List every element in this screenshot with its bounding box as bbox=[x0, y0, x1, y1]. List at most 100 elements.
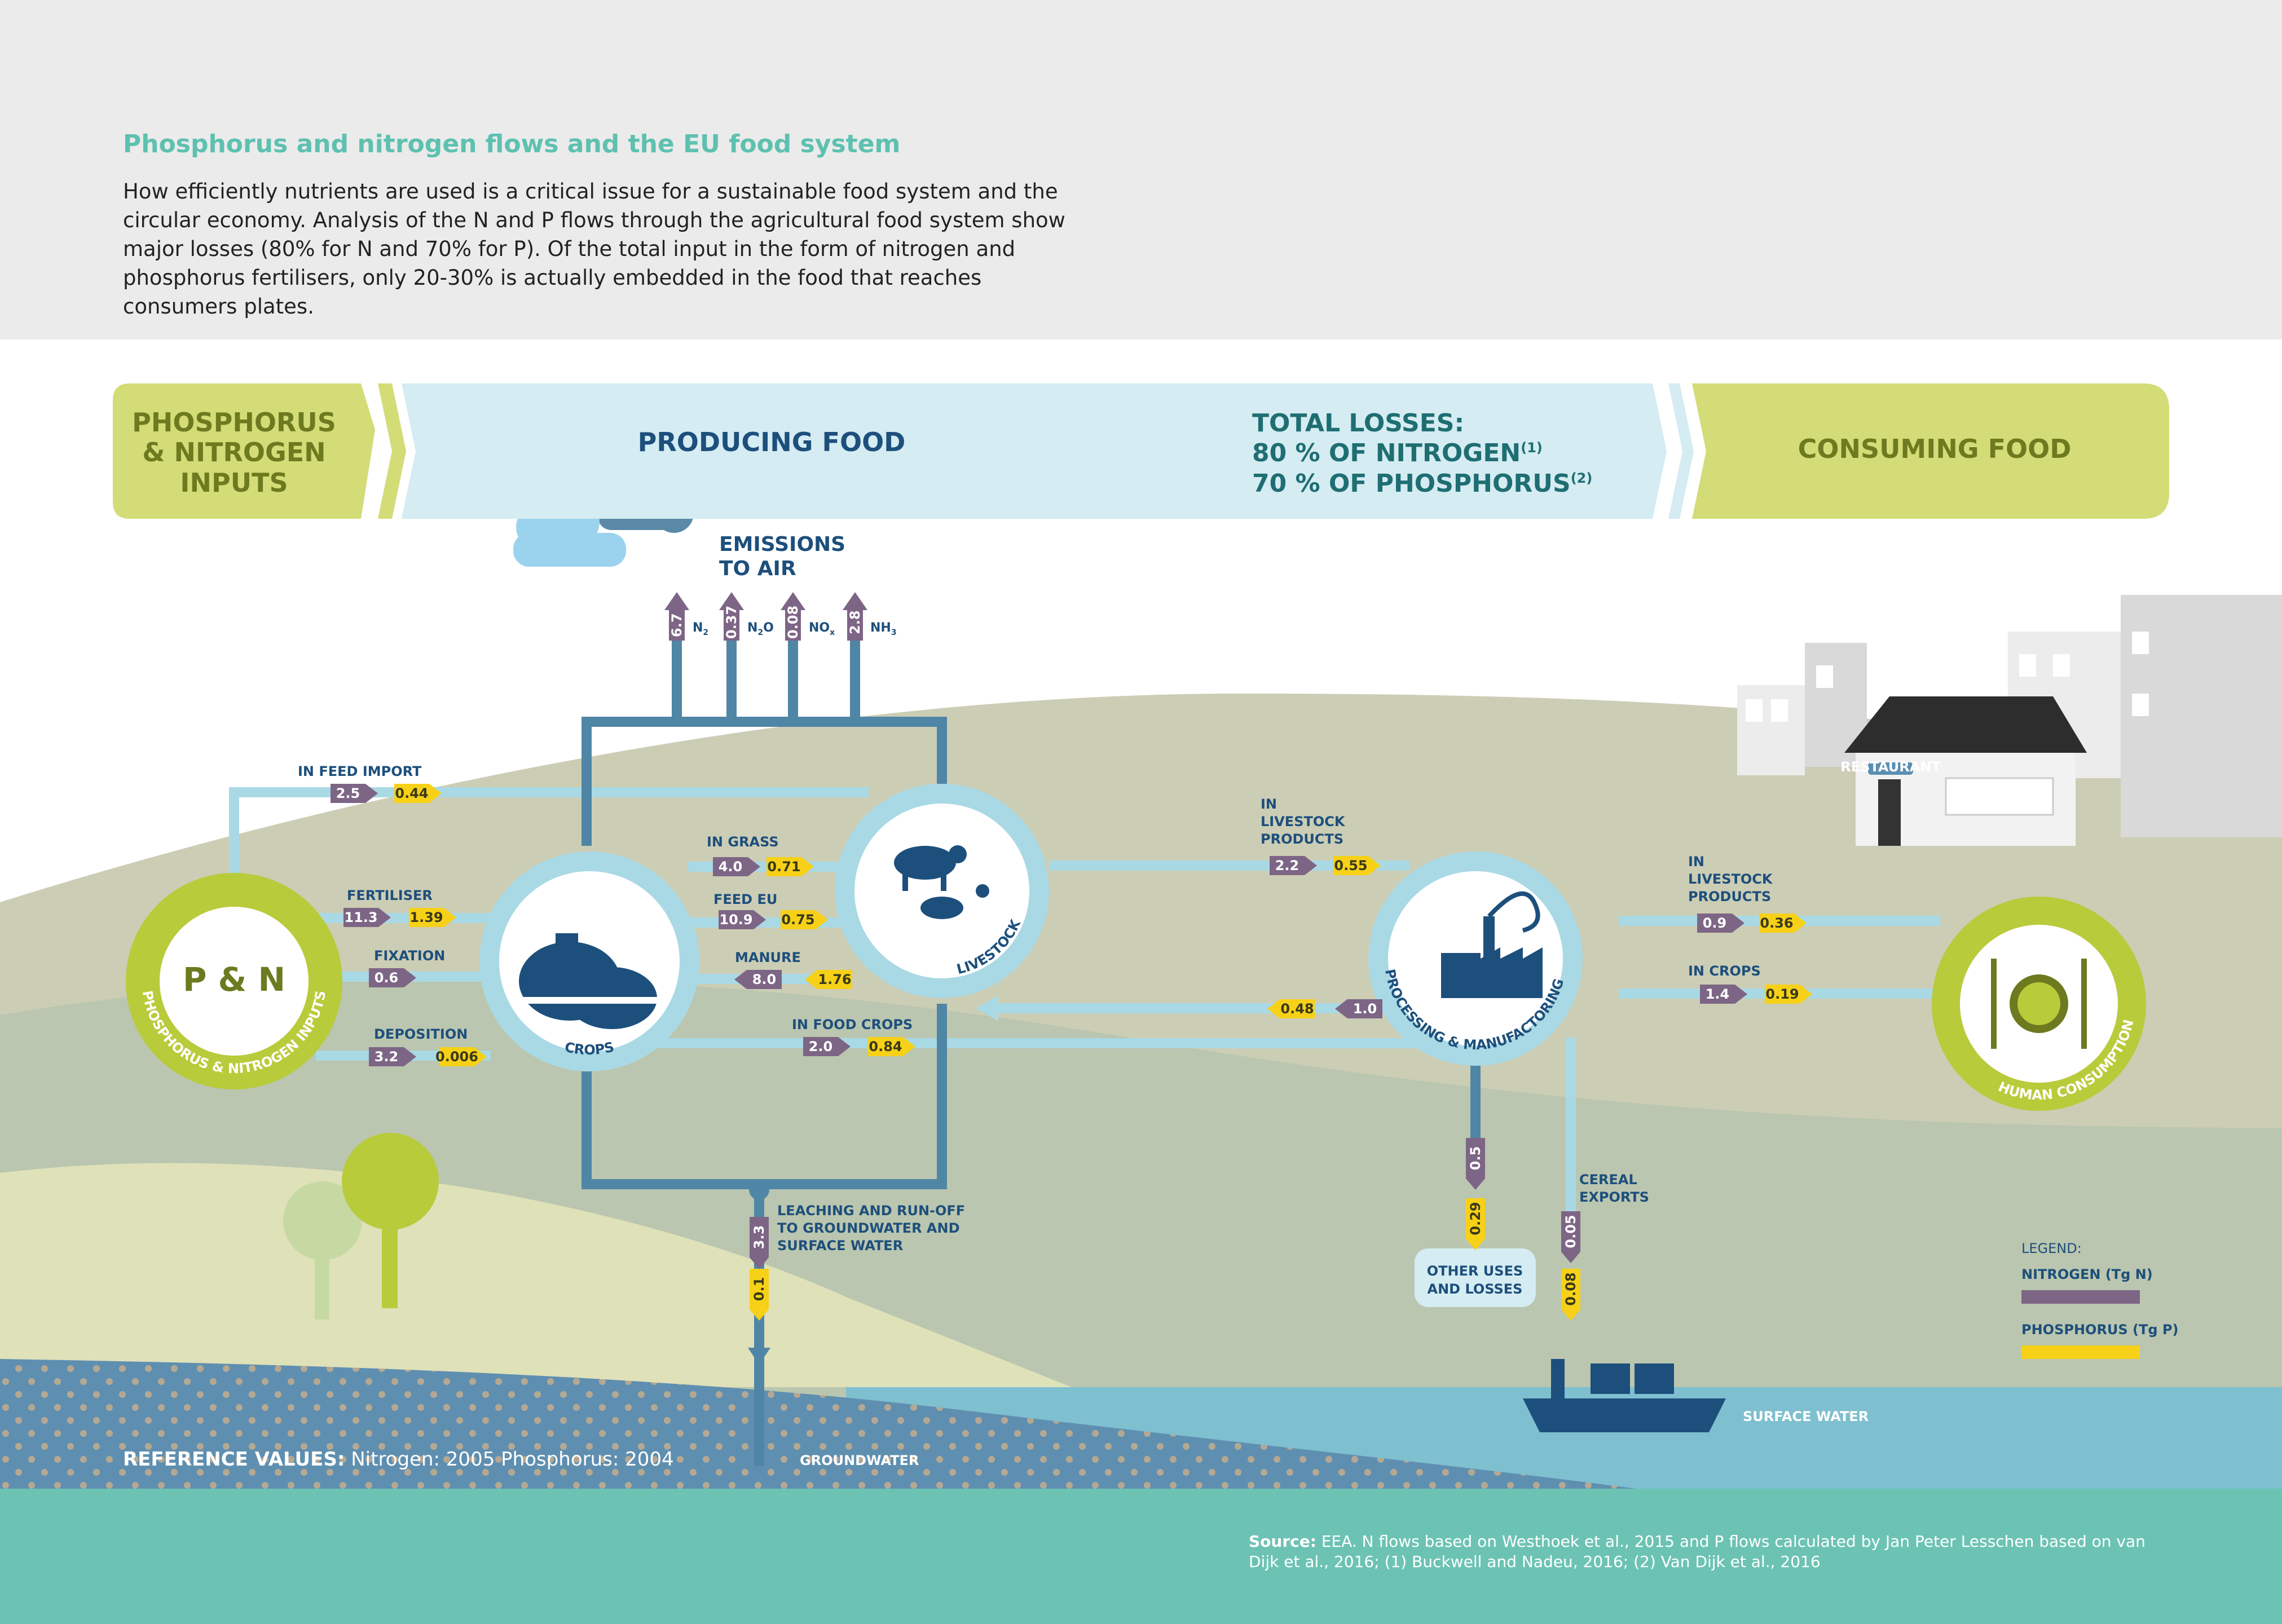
svg-text:NOx: NOx bbox=[809, 621, 835, 637]
deposition-label: DEPOSITION bbox=[374, 1026, 468, 1042]
flows-deposition-p-tag: 0.006 bbox=[435, 1047, 487, 1066]
node-livestock: LIVESTOCK bbox=[835, 784, 1049, 998]
banner-consuming bbox=[1692, 383, 2169, 519]
flows-return-n-tag: 1.0 bbox=[1335, 999, 1382, 1018]
flows-grass-n-tag: 4.0 bbox=[713, 857, 760, 876]
flows-cereal_exports-n-tag: 0.05 bbox=[1561, 1211, 1580, 1263]
legend-nitrogen-label: NITROGEN (Tg N) bbox=[2021, 1266, 2153, 1282]
flows-deposition-n-tag: 3.2 bbox=[369, 1047, 416, 1066]
banner-consuming-label: CONSUMING FOOD bbox=[1798, 434, 2072, 464]
svg-text:EXPORTS: EXPORTS bbox=[1579, 1189, 1649, 1205]
flows-manure-n-tag: 8.0 bbox=[734, 970, 782, 989]
legend-phosphorus-label: PHOSPHORUS (Tg P) bbox=[2021, 1322, 2178, 1338]
flows-return-p-tag: 0.48 bbox=[1267, 999, 1315, 1018]
flows-leaching-n-value: 3.3 bbox=[751, 1225, 767, 1250]
flows-fertiliser-p-tag: 1.39 bbox=[409, 908, 456, 927]
emissions-title-line2: TO AIR bbox=[719, 557, 796, 580]
feed-import-label: IN FEED IMPORT bbox=[298, 764, 422, 779]
flows-return-n-value: 1.0 bbox=[1353, 1001, 1377, 1017]
legend-phosphorus-swatch bbox=[2021, 1345, 2140, 1359]
banner-producing: PRODUCING FOOD bbox=[638, 427, 906, 457]
pn-center-label: P & N bbox=[183, 960, 285, 999]
manure-label: MANURE bbox=[735, 950, 801, 965]
svg-text:PRODUCTS: PRODUCTS bbox=[1688, 889, 1771, 904]
emission-n2o-value: 0.37 bbox=[724, 606, 739, 639]
crops-label: CROPS bbox=[563, 1039, 616, 1058]
emissions-title-line1: EMISSIONS bbox=[719, 533, 845, 556]
svg-text:OTHER USES: OTHER USES bbox=[1427, 1263, 1523, 1279]
legend-title: LEGEND: bbox=[2021, 1241, 2082, 1256]
banner-losses-title: TOTAL LOSSES: bbox=[1252, 409, 1464, 438]
flows-food_crops-p-value: 0.84 bbox=[869, 1039, 902, 1054]
flows-other_uses-p-tag: 0.29 bbox=[1466, 1198, 1485, 1250]
flows-to_human_crops-p-value: 0.19 bbox=[1765, 986, 1799, 1002]
svg-text:LEACHING AND RUN-OFF: LEACHING AND RUN-OFF bbox=[777, 1203, 965, 1219]
banner-inputs-line1: PHOSPHORUS bbox=[132, 407, 336, 438]
svg-text:AND LOSSES: AND LOSSES bbox=[1428, 1281, 1523, 1297]
intro-text: How efficiently nutrients are used is a … bbox=[123, 179, 1065, 319]
svg-text:TO GROUNDWATER AND: TO GROUNDWATER AND bbox=[777, 1220, 960, 1236]
flows-feed_import-n-value: 2.5 bbox=[336, 785, 360, 801]
node-human: HUMAN CONSUMPTION bbox=[1932, 897, 2146, 1111]
flows-grass-n-value: 4.0 bbox=[719, 859, 743, 875]
flows-cereal_exports-p-value: 0.08 bbox=[1563, 1272, 1579, 1305]
flows-manure-n-value: 8.0 bbox=[752, 972, 777, 987]
emission-nh3-value: 2.8 bbox=[847, 610, 863, 634]
flows-fixation-n-tag: 0.6 bbox=[369, 968, 416, 987]
svg-text:PRODUCTS: PRODUCTS bbox=[1261, 831, 1343, 847]
flows-leaching-p-tag: 0.1 bbox=[750, 1269, 769, 1321]
source-note: Source: EEA. N flows based on Westhoek e… bbox=[1249, 1532, 2146, 1571]
flows-livestock_products-n-value: 2.2 bbox=[1275, 858, 1299, 873]
flows-other_uses-p-value: 0.29 bbox=[1468, 1202, 1483, 1235]
return-arrowhead bbox=[976, 995, 998, 1021]
header-background bbox=[0, 0, 2282, 339]
legend: LEGEND: NITROGEN (Tg N) PHOSPHORUS (Tg P… bbox=[2021, 1241, 2178, 1359]
flows-feed_import-p-tag: 0.44 bbox=[394, 784, 442, 803]
flows-feed_eu-n-value: 10.9 bbox=[719, 912, 752, 928]
flows-fertiliser-p-value: 1.39 bbox=[409, 910, 443, 925]
flows-feed_eu-n-tag: 10.9 bbox=[719, 910, 766, 929]
flows-to_human_crops-n-tag: 1.4 bbox=[1700, 985, 1747, 1004]
flows-livestock_products-p-value: 0.55 bbox=[1334, 858, 1367, 873]
flows-fertiliser-n-value: 11.3 bbox=[344, 910, 377, 925]
flows-leaching-n-tag: 3.3 bbox=[750, 1217, 769, 1269]
banner-inputs-line3: INPUTS bbox=[180, 467, 288, 498]
flows-feed_import-n-tag: 2.5 bbox=[331, 784, 378, 803]
flows-to_human_livestock-p-tag: 0.36 bbox=[1759, 914, 1807, 933]
flows-deposition-p-value: 0.006 bbox=[435, 1049, 478, 1065]
svg-text:N2: N2 bbox=[693, 621, 708, 637]
flows-cereal_exports-n-value: 0.05 bbox=[1563, 1215, 1579, 1248]
flows-livestock_products-n-tag: 2.2 bbox=[1270, 856, 1317, 875]
fixation-label: FIXATION bbox=[374, 948, 445, 964]
banner: PHOSPHORUS & NITROGEN INPUTS PRODUCING F… bbox=[113, 383, 2169, 519]
flows-other_uses-n-tag: 0.5 bbox=[1466, 1138, 1485, 1190]
flows-food_crops-n-value: 2.0 bbox=[809, 1039, 833, 1054]
flows-cereal_exports-p-tag: 0.08 bbox=[1561, 1269, 1580, 1321]
flows-manure-p-value: 1.76 bbox=[818, 972, 851, 987]
node-pn: P & N PHOSPHORUS & NITROGEN INPUTS bbox=[126, 873, 342, 1089]
node-processing: PROCESSING & MANUFACTORING bbox=[1368, 851, 1583, 1066]
hills-front bbox=[0, 1163, 1072, 1387]
page-title: Phosphorus and nitrogen flows and the EU… bbox=[123, 130, 901, 158]
svg-text:CEREAL: CEREAL bbox=[1579, 1172, 1637, 1188]
banner-inputs-line2: & NITROGEN bbox=[142, 437, 325, 467]
restaurant-building: RESTAURANT bbox=[1840, 696, 2087, 846]
flows-other_uses-n-value: 0.5 bbox=[1468, 1146, 1483, 1171]
flows-to_human_livestock-n-tag: 0.9 bbox=[1697, 914, 1744, 933]
banner-inputs bbox=[113, 383, 375, 519]
flows-feed_eu-p-tag: 0.75 bbox=[781, 910, 828, 929]
groundwater-layer bbox=[0, 1359, 1636, 1489]
svg-text:IN: IN bbox=[1261, 796, 1277, 812]
flows-fixation-n-value: 0.6 bbox=[375, 970, 399, 986]
to-human-crops-label: IN CROPS bbox=[1688, 963, 1761, 979]
footer-band bbox=[0, 1489, 2282, 1624]
node-crops: CROPS bbox=[479, 851, 699, 1071]
tree-crown-right bbox=[342, 1133, 439, 1230]
svg-text:70 % OF PHOSPHORUS(2): 70 % OF PHOSPHORUS(2) bbox=[1252, 469, 1592, 498]
other-uses-box: OTHER USES AND LOSSES bbox=[1415, 1248, 1536, 1307]
grass-label: IN GRASS bbox=[707, 834, 779, 850]
flows-food_crops-p-tag: 0.84 bbox=[868, 1037, 915, 1056]
flows-return-p-value: 0.48 bbox=[1280, 1001, 1314, 1017]
